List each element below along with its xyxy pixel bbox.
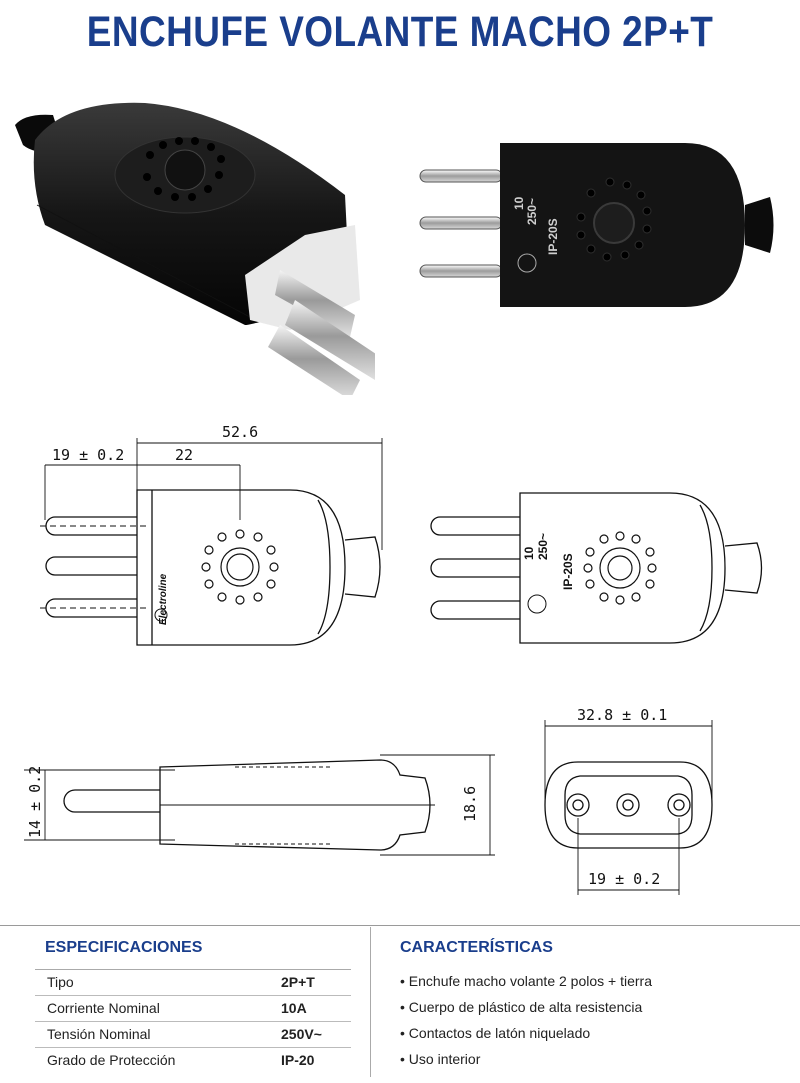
drawing-bottom-left: 14 ± 0.2 18.6 — [24, 754, 495, 856]
technical-drawings: 52.6 19 ± 0.2 22 Electroline — [24, 423, 763, 895]
features-heading: CARACTERÍSTICAS — [400, 939, 553, 956]
drawing-brand: Electroline — [158, 573, 169, 625]
photo-rating-bottom: 250~ — [525, 198, 539, 225]
spec-top-divider — [0, 925, 800, 926]
dim-width: 32.8 ± 0.1 — [577, 706, 667, 724]
feature-item: • Contactos de latón niquelado — [400, 1025, 591, 1041]
dim-pin-length: 19 ± 0.2 — [52, 446, 124, 464]
spec-label: Tipo — [47, 974, 74, 990]
drawing-top-left: 52.6 19 ± 0.2 22 Electroline — [40, 423, 383, 646]
plug-photo-angled — [15, 102, 375, 395]
spec-label: Corriente Nominal — [47, 1000, 160, 1016]
drawing-ip-mark: IP-20S — [561, 553, 575, 590]
spec-row: Grado de Protección IP-20 — [35, 1047, 351, 1074]
feature-item: • Cuerpo de plástico de alta resistencia — [400, 999, 643, 1015]
spec-row: Tipo 2P+T — [35, 969, 351, 996]
spec-value: 10A — [281, 1000, 307, 1016]
dim-pin-to-center: 22 — [175, 446, 193, 464]
spec-value: 250V~ — [281, 1026, 322, 1042]
dim-pin-height: 14 ± 0.2 — [26, 766, 44, 838]
spec-vertical-divider — [370, 927, 371, 1077]
spec-section: ESPECIFICACIONES Tipo 2P+T Corriente Nom… — [0, 925, 800, 1083]
dim-overall-length: 52.6 — [222, 423, 258, 441]
feature-item: • Uso interior — [400, 1051, 481, 1067]
dim-body-height: 18.6 — [461, 786, 479, 822]
drawing-rating-top: 10 — [522, 546, 536, 560]
spec-row: Tensión Nominal 250V~ — [35, 1021, 351, 1048]
photo-rating-top: 10 — [512, 196, 526, 210]
plug-photo-front: 10 250~ IP-20S — [419, 143, 774, 307]
page-title: ENCHUFE VOLANTE MACHO 2P+T — [86, 8, 714, 56]
spec-value: IP-20 — [281, 1052, 315, 1068]
drawing-rating-bottom: 250~ — [536, 533, 550, 560]
spec-value: 2P+T — [281, 974, 315, 990]
dim-pin-spacing: 19 ± 0.2 — [588, 870, 660, 888]
feature-item: • Enchufe macho volante 2 polos + tierra — [400, 973, 652, 989]
photo-ip-mark: IP-20S — [546, 218, 560, 255]
drawing-top-right: 10 250~ IP-20S — [430, 492, 763, 644]
spec-row: Corriente Nominal 10A — [35, 995, 351, 1022]
drawing-bottom-right: 32.8 ± 0.1 19 ± 0.2 — [544, 706, 713, 895]
spec-label: Grado de Protección — [47, 1052, 176, 1068]
specs-heading: ESPECIFICACIONES — [45, 939, 203, 956]
spec-label: Tensión Nominal — [47, 1026, 151, 1042]
